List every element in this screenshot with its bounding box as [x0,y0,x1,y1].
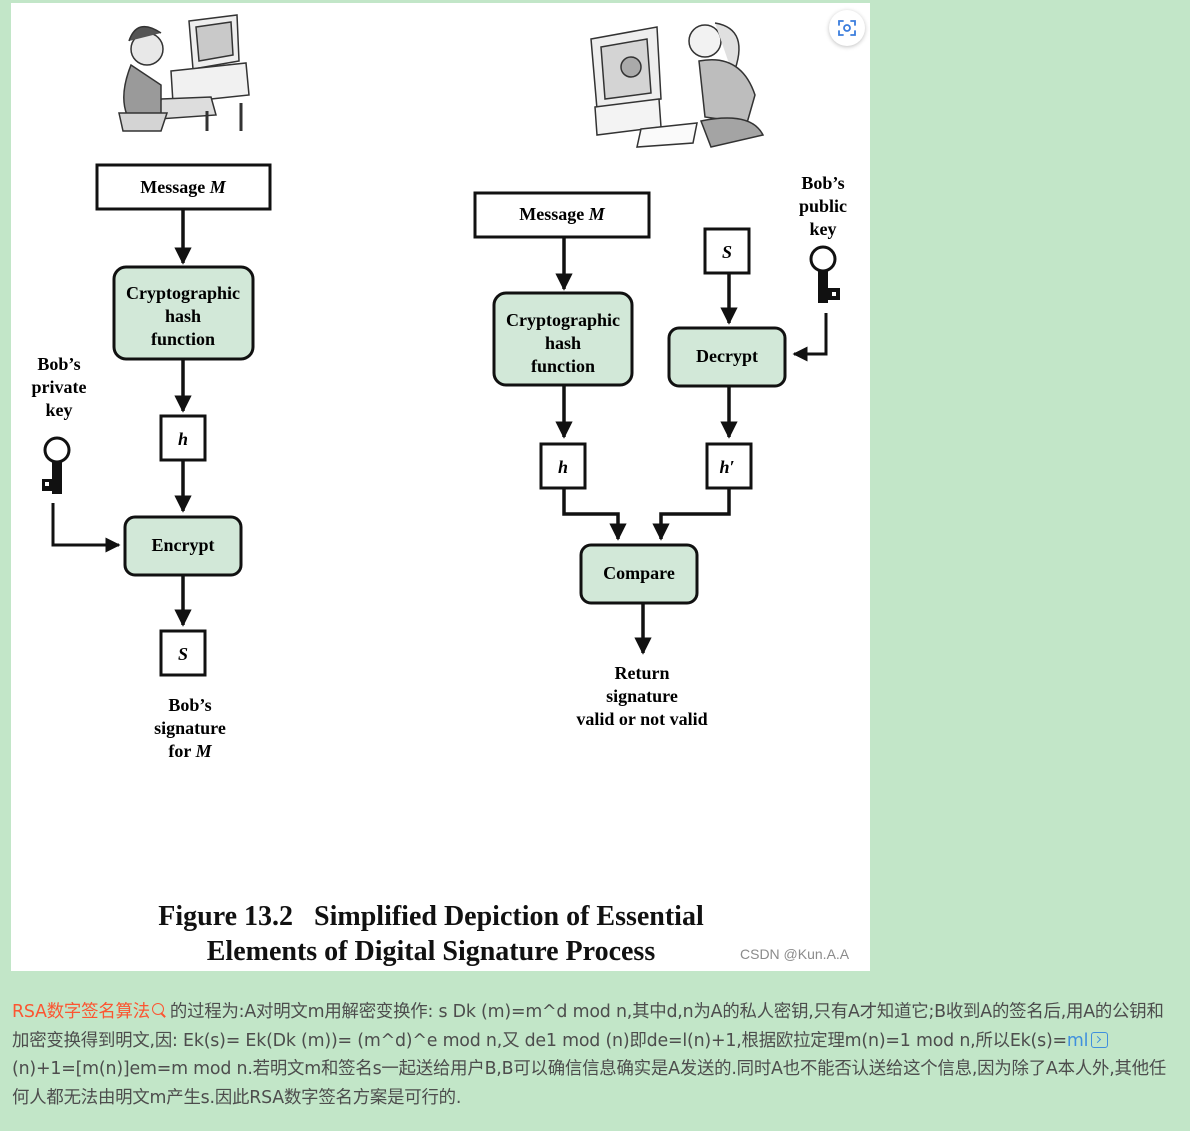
person-at-computer-right-illustration [590,22,765,148]
private-key-label-line1: Bob’s [37,354,80,374]
paragraph-text-part1: 的过程为:A对明文m用解密变换作: s Dk (m)=m^d mod n,其中d… [12,1002,1164,1051]
svg-text:Message M: Message M [519,204,605,224]
caption-line1: Figure 13.2 Simplified Depiction of Esse… [158,901,704,932]
article-paragraph: RSA数字签名算法的过程为:A对明文m用解密变换作: s Dk (m)=m^d … [12,998,1172,1112]
h-label-right: h [558,457,568,477]
paragraph-text-part2: (n)+1=[m(n)]em=m mod n.若明文m和签名s一起送给用户B,B… [12,1059,1167,1108]
hash-line3-left: function [151,329,215,349]
verification-flow: Message M Cryptographic hash function h … [473,173,847,729]
code-link[interactable]: ml [1066,1030,1089,1051]
s-label-left: S [178,644,188,664]
signature-caption-var: M [195,741,213,761]
return-line3: valid or not valid [576,709,707,729]
hash-line3-right: function [531,356,595,376]
hash-line1-right: Cryptographic [506,310,620,330]
person-at-computer-left-illustration [118,14,250,132]
public-key-label-line1: Bob’s [801,173,844,193]
return-line2: signature [606,686,678,706]
message-var-right: M [588,204,606,224]
hash-line2-right: hash [545,333,581,353]
code-block-icon[interactable] [1091,1031,1109,1048]
hprime-label: h′ [719,457,734,477]
scan-icon [838,20,856,36]
decrypt-label: Decrypt [696,346,758,366]
message-label-left: Message [140,177,205,197]
signature-box-left [159,629,207,677]
private-key-icon [42,436,71,494]
image-scan-button[interactable] [829,10,865,46]
message-var-left: M [209,177,227,197]
s-label-right: S [722,242,732,262]
private-key-label-line2: private [32,377,87,397]
csdn-watermark: CSDN @Kun.A.A [740,946,850,962]
compare-label: Compare [603,563,675,583]
hash-value-box-right [539,442,587,490]
message-box-left [95,163,272,211]
search-icon[interactable] [151,1003,164,1015]
hash-line2-left: hash [165,306,201,326]
caption-line2: Elements of Digital Signature Process [206,936,656,967]
figure-caption: Figure 13.2 Simplified Depiction of Esse… [111,899,751,969]
signature-box-right [703,227,751,275]
decrypted-hash-box [705,442,753,490]
signature-caption-line2: signature [154,718,226,738]
signature-caption-for: for [168,741,191,761]
signing-flow: Message M Cryptographic hash function h … [32,163,272,761]
rsa-keyword-link[interactable]: RSA数字签名算法 [12,1002,150,1022]
public-key-icon [809,245,840,303]
hash-line1-left: Cryptographic [126,283,240,303]
return-line1: Return [615,663,670,683]
decrypt-box [667,326,787,388]
svg-text:for M: for M [168,741,212,761]
public-key-label-line3: key [810,219,837,239]
public-key-label-line2: public [799,196,847,216]
svg-text:Message M: Message M [140,177,226,197]
signature-caption-line1: Bob’s [168,695,211,715]
compare-box [579,543,699,605]
digital-signature-diagram: Message M Cryptographic hash function h … [32,14,847,761]
message-box-right [473,191,651,239]
private-key-label-line3: key [46,400,73,420]
diagram-figure: Message M Cryptographic hash function h … [11,3,870,971]
h-label-left: h [178,429,188,449]
encrypt-label: Encrypt [152,535,215,555]
message-label-right: Message [519,204,584,224]
